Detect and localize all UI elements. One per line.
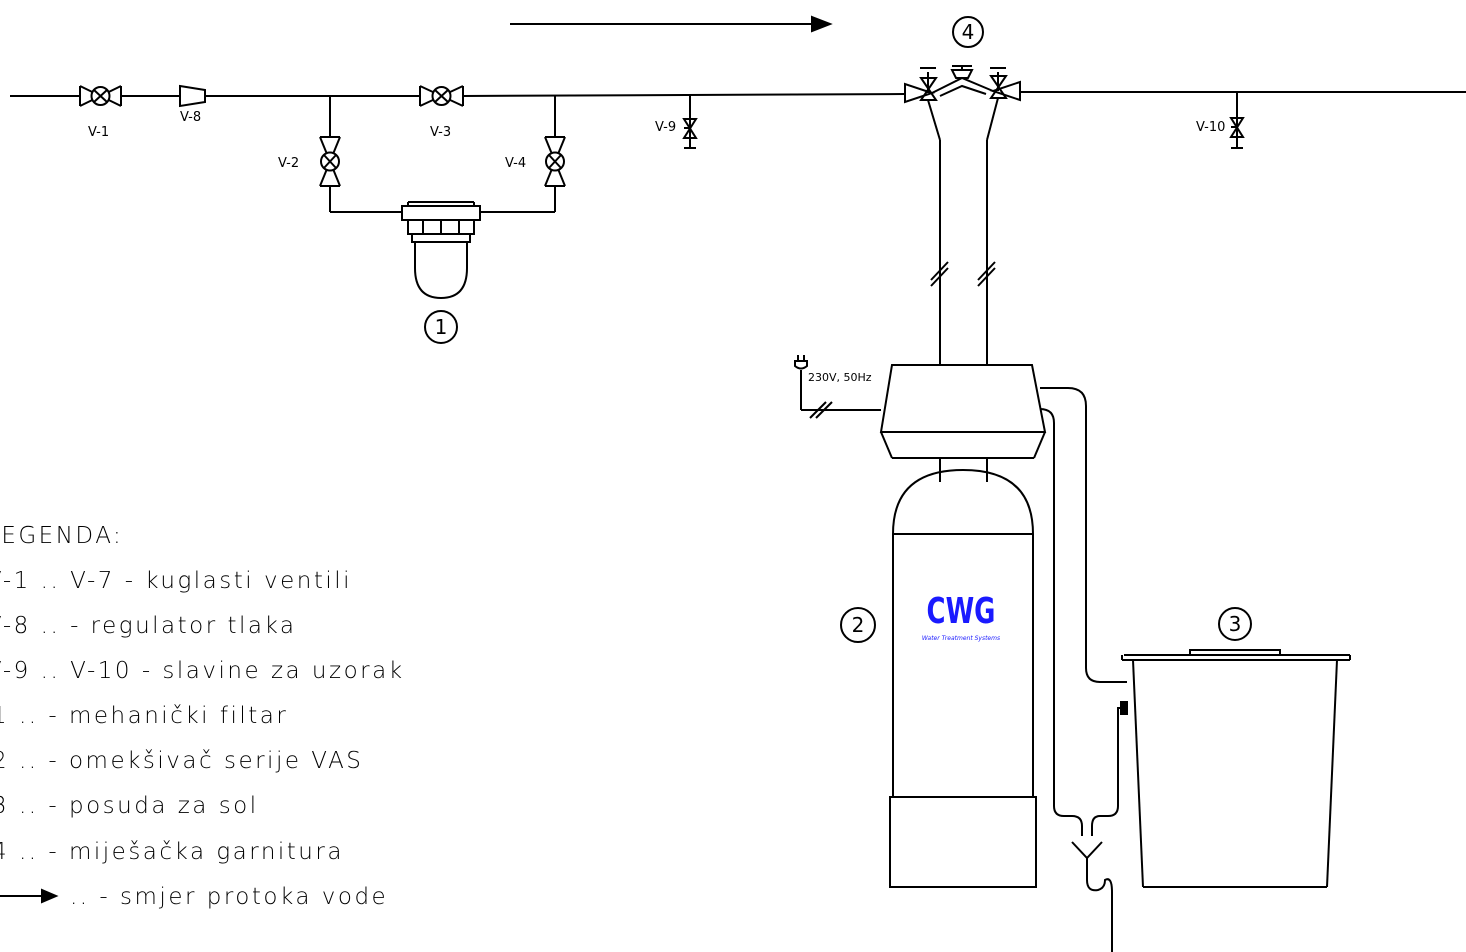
valve-label-v8: V-8 — [180, 110, 201, 125]
valve-label-v9: V-9 — [655, 120, 676, 135]
component-4-number: 4 — [962, 20, 975, 44]
valve-label-v3: V-3 — [430, 125, 451, 140]
softener-control-head — [879, 364, 1047, 482]
sample-tap-v9-icon — [682, 95, 698, 149]
legend-item: 1 .. - mehanički filtar — [0, 703, 288, 729]
brine-line-pipe — [1040, 387, 1127, 683]
salt-tank — [1121, 649, 1351, 888]
valve-label-v1: V-1 — [88, 125, 109, 140]
valve-label-v10: V-10 — [1196, 120, 1225, 135]
power-supply-label: 230V, 50Hz — [808, 371, 872, 384]
valve-v2-icon — [319, 136, 341, 187]
legend-title: LEGENDA: — [0, 523, 123, 549]
mixing-assembly-icon — [904, 65, 1021, 141]
legend: LEGENDA: V-1 .. V-7 - kuglasti ventili V… — [0, 523, 405, 910]
power-plug-icon — [794, 355, 881, 419]
drain-line-pipe — [1039, 408, 1128, 952]
flow-direction-arrow — [510, 15, 833, 33]
legend-item: V-8 .. - regulator tlaka — [0, 613, 297, 639]
valve-v1-icon — [79, 85, 122, 107]
legend-flow-arrow-icon — [0, 888, 59, 904]
legend-item: .. - smjer protoka vode — [70, 884, 388, 910]
valve-v3-icon — [419, 85, 464, 107]
filter-bypass-pipe — [329, 96, 556, 213]
softener-tank — [889, 468, 1037, 888]
legend-item: 2 .. - omekšivač serije VAS — [0, 748, 363, 774]
valve-label-v2: V-2 — [278, 156, 299, 171]
component-1-marker — [424, 310, 458, 344]
component-1-number: 1 — [435, 315, 448, 339]
brand-logo: CWG — [927, 591, 996, 632]
valve-v4-icon — [544, 136, 566, 187]
pressure-regulator-v8-icon — [179, 84, 206, 108]
component-3-number: 3 — [1229, 612, 1242, 636]
valve-label-v4: V-4 — [505, 156, 526, 171]
legend-item: 3 .. - posuda za sol — [0, 793, 259, 819]
component-2-number: 2 — [852, 613, 865, 637]
legend-item: 4 .. - miješačka garnitura — [0, 839, 344, 865]
legend-item: V-9 .. V-10 - slavine za uzorak — [0, 658, 405, 684]
legend-item: V-1 .. V-7 - kuglasti ventili — [0, 568, 352, 594]
component-2-marker — [840, 607, 876, 643]
brand-tagline: Water Treatment Systems — [922, 635, 1000, 642]
main-pipe — [10, 91, 1466, 97]
mechanical-filter-icon — [401, 201, 481, 300]
component-3-marker — [1218, 607, 1252, 641]
component-4-marker — [952, 16, 984, 48]
sample-tap-v10-icon — [1229, 92, 1245, 149]
softener-connection-pipes — [930, 140, 996, 365]
